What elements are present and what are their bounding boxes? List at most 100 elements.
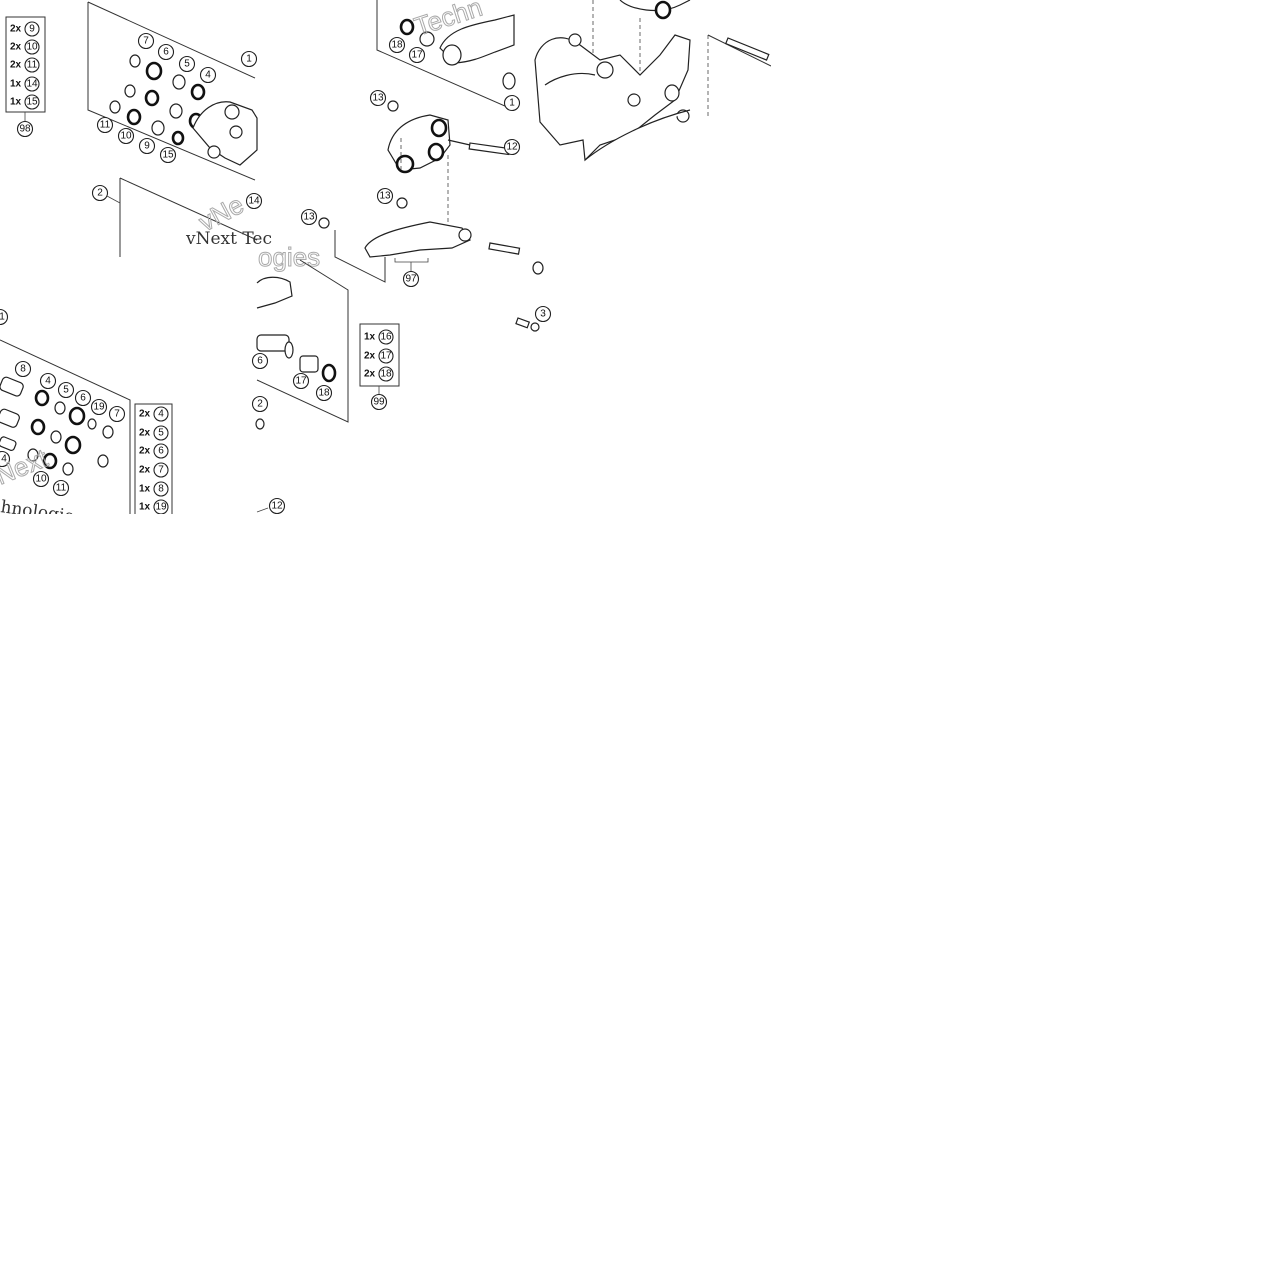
callout-18: 18: [388, 36, 406, 54]
kit-row-qty: 2x: [364, 351, 376, 362]
kit-row-part: 18: [378, 366, 394, 382]
callout-11: 11: [96, 116, 114, 134]
svg-text:4: 4: [158, 409, 164, 420]
callout-13: 13: [300, 208, 318, 226]
svg-text:5: 5: [63, 385, 69, 396]
callout-6: 6: [157, 43, 175, 61]
kit-partial-row: 1x 8: [139, 481, 169, 497]
kit-98-row: 2x 11: [10, 57, 40, 73]
kit-row-part: 15: [24, 94, 40, 110]
tile-kit-bearings: 1 8 4 5 6 19 7 4 10 11 Next hnolo: [0, 308, 173, 528]
svg-text:18: 18: [391, 40, 403, 51]
kit-row-qty: 1x: [139, 502, 151, 513]
kit-97-label: 97: [402, 270, 420, 288]
kit-row-part: 4: [153, 406, 169, 422]
svg-text:6: 6: [257, 356, 263, 367]
linkage-triangle-part: [192, 101, 258, 166]
callout-14: 14: [245, 192, 263, 210]
svg-text:15: 15: [162, 150, 174, 161]
kit-partial-row: 2x 7: [139, 462, 169, 478]
callout-1: 1: [503, 94, 521, 112]
kit-row-qty: 1x: [364, 332, 376, 343]
callout-17: 17: [408, 46, 426, 64]
kit-99-row: 1x 16: [364, 329, 394, 345]
lower-link-part: [364, 221, 472, 258]
callout-10: 10: [32, 470, 50, 488]
svg-text:5: 5: [158, 428, 164, 439]
svg-text:1: 1: [246, 54, 252, 65]
kit-98-row: 2x 10: [10, 39, 40, 55]
svg-text:2: 2: [97, 188, 103, 199]
kit-box-partial: 2x 4 2x 5 2x 6 2x 7 1x 8 1x 19: [134, 403, 173, 517]
svg-text:4: 4: [1, 454, 7, 465]
kit-row-qty: 2x: [139, 428, 151, 439]
svg-text:11: 11: [56, 483, 67, 494]
callout-8: 8: [14, 360, 32, 378]
kit-row-part: 10: [24, 39, 40, 55]
svg-text:7: 7: [158, 465, 164, 476]
callout-18: 18: [315, 384, 333, 402]
svg-text:19: 19: [93, 402, 105, 413]
kit-row-qty: 2x: [139, 409, 151, 420]
callout-1: 1: [0, 308, 9, 326]
watermark-text: vNext Tec: [185, 229, 272, 249]
kit-partial-row: 2x 4: [139, 406, 169, 422]
callout-5: 5: [178, 55, 196, 73]
callout-10: 10: [117, 127, 135, 145]
kit-row-qty: 1x: [10, 97, 22, 108]
kit-98-row: 1x 15: [10, 94, 40, 110]
svg-text:99: 99: [373, 397, 385, 408]
callout-1: 1: [240, 50, 258, 68]
kit-row-qty: 2x: [10, 60, 22, 71]
svg-text:9: 9: [144, 141, 150, 152]
svg-text:6: 6: [163, 47, 169, 58]
svg-text:16: 16: [380, 332, 392, 343]
kit-99-row: 2x 18: [364, 366, 394, 382]
kit-98-row: 1x 14: [10, 76, 40, 92]
kit-row-qty: 2x: [10, 42, 22, 53]
callout-12: 12: [268, 497, 286, 515]
kit-99-label: 99: [370, 393, 388, 411]
callout-16: 6: [251, 352, 269, 370]
svg-text:7: 7: [143, 36, 149, 47]
kit-row-qty: 2x: [139, 446, 151, 457]
callout-2: 2: [91, 184, 109, 202]
svg-text:13: 13: [303, 212, 315, 223]
svg-text:17: 17: [411, 50, 423, 61]
kit-row-part: 8: [153, 481, 169, 497]
svg-text:11: 11: [27, 60, 38, 71]
tile-kit-99: ogies 6 17 18 2 1x 16 2x 17 2x 18: [251, 242, 552, 515]
callout-15: 15: [159, 146, 177, 164]
callout-5: 5: [57, 381, 75, 399]
kit-partial-row: 1x 19: [139, 499, 169, 515]
kit-99-row: 2x 17: [364, 348, 394, 364]
svg-text:10: 10: [26, 42, 38, 53]
kit-row-qty: 2x: [10, 24, 22, 35]
kit-row-part: 17: [378, 348, 394, 364]
callout-7: 7: [137, 32, 155, 50]
svg-text:4: 4: [45, 376, 51, 387]
kit-row-part: 6: [153, 443, 169, 459]
kit-row-part: 9: [24, 21, 40, 37]
svg-text:7: 7: [114, 409, 120, 420]
svg-text:97: 97: [405, 274, 417, 285]
svg-text:12: 12: [506, 142, 518, 153]
kit-row-qty: 2x: [364, 369, 376, 380]
svg-text:13: 13: [379, 191, 391, 202]
svg-text:5: 5: [184, 59, 190, 70]
callout-4: 4: [39, 372, 57, 390]
callout-6: 6: [74, 389, 92, 407]
tile-linkage-assembly: Techn 18 17 1 13 12 13 13 97: [300, 0, 544, 288]
callout-11: 11: [52, 479, 70, 497]
callout-13: 13: [376, 187, 394, 205]
watermark-outline: ogies: [258, 242, 320, 272]
callout-13: 13: [369, 89, 387, 107]
kit-row-part: 14: [24, 76, 40, 92]
svg-text:4: 4: [205, 70, 211, 81]
svg-text:14: 14: [248, 196, 260, 207]
kit-row-part: 16: [378, 329, 394, 345]
callout-4: 4: [199, 66, 217, 84]
svg-text:98: 98: [19, 124, 31, 135]
svg-text:15: 15: [26, 97, 38, 108]
